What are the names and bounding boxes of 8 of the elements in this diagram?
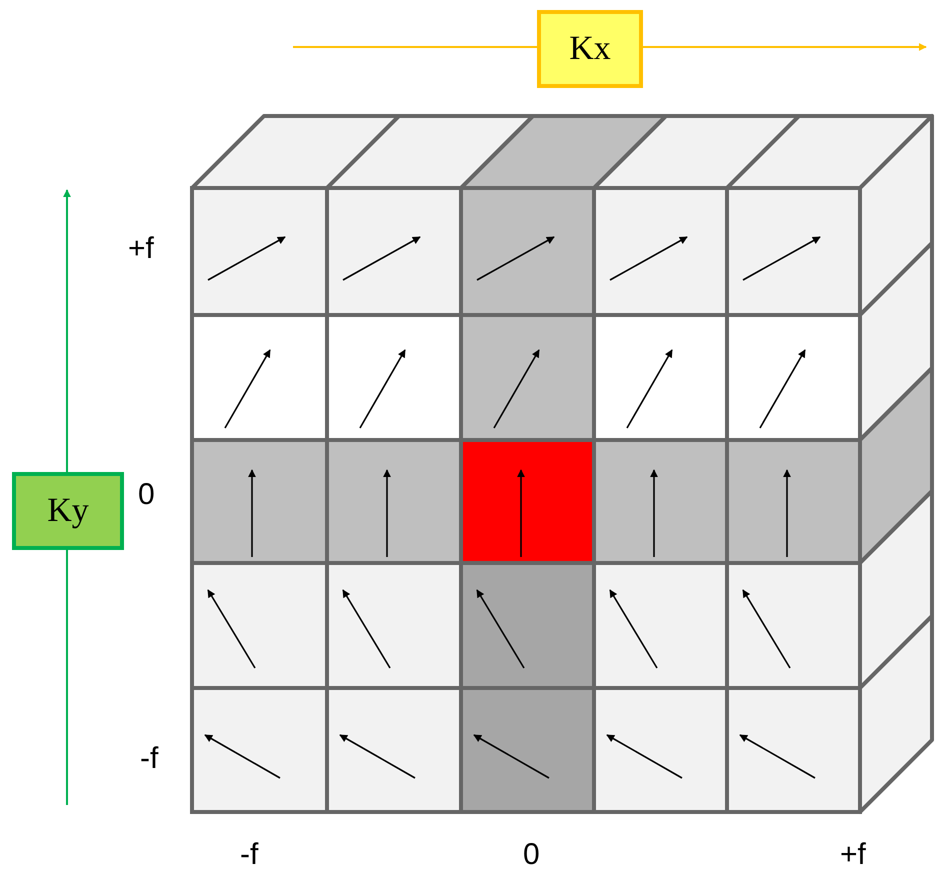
axis-label-box: Kx — [537, 10, 643, 88]
axis-tick-label: 0 — [138, 478, 155, 512]
axis-tick-label: +f — [128, 232, 154, 266]
axis-tick-label: -f — [140, 742, 158, 776]
axis-tick-label: -f — [240, 838, 258, 870]
axis-tick-label: 0 — [523, 838, 540, 870]
axis-label-box: Ky — [12, 472, 124, 550]
axis-tick-label: +f — [840, 838, 866, 870]
